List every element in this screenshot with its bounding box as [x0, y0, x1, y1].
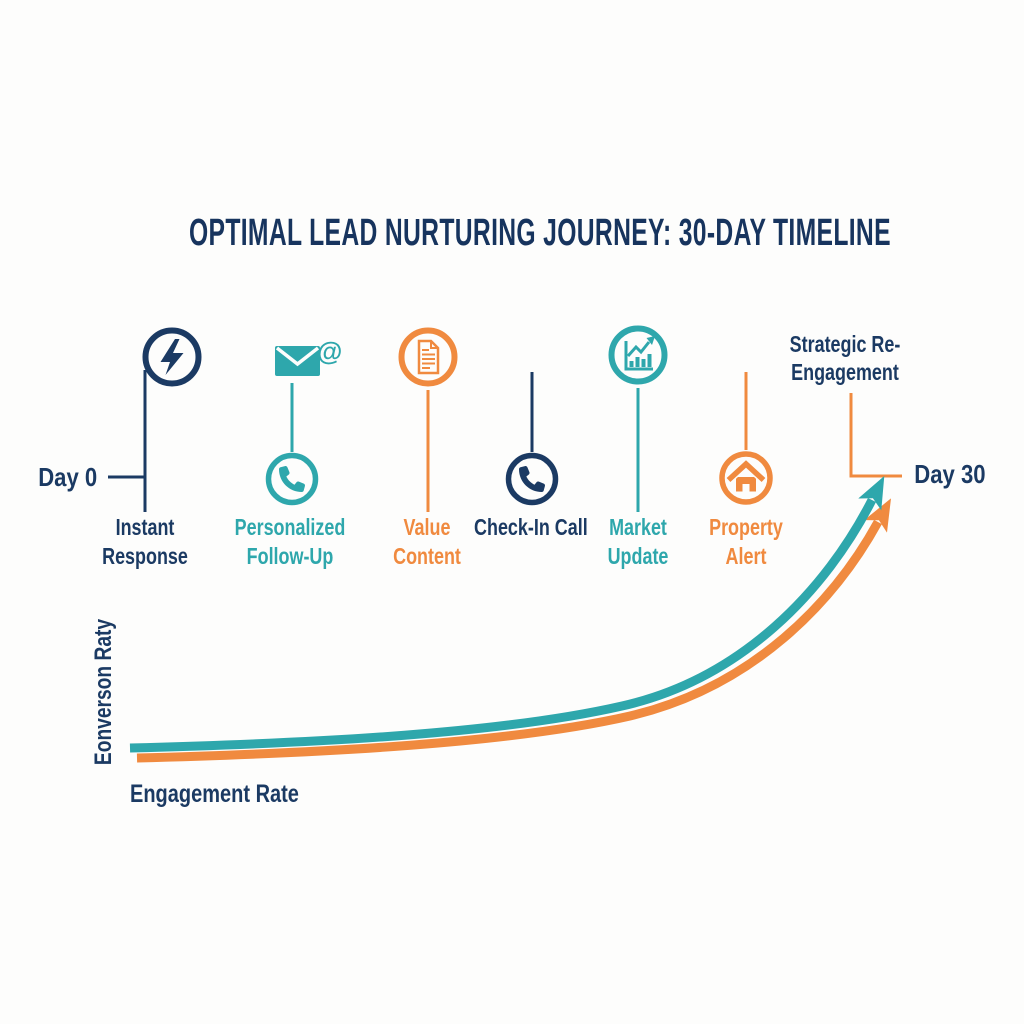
milestone-label-personalized-follow-up: Personalized Follow-Up — [234, 514, 346, 569]
teal-growth-curve — [129, 475, 885, 753]
milestone-label-strategic-re-engagement: Strategic Re-Engagement — [789, 331, 901, 385]
milestone-label-market-update: Market Update — [607, 514, 669, 569]
house-icon — [719, 451, 773, 505]
page-title-text: OPTIMAL LEAD NURTURING JOURNEY: 30-DAY T… — [188, 212, 891, 254]
svg-text:@: @ — [317, 337, 341, 366]
milestone-label-value-content: Value Content — [393, 514, 461, 569]
engagement-rate-caption: Engagement Rate — [130, 780, 299, 808]
stem-strategic-re-engagement — [849, 393, 902, 478]
day-0-label: Day 0 — [37, 462, 97, 492]
y-axis-label: Eonverson Raty — [90, 618, 117, 766]
milestone-label-check-in-call: Check-In Call — [474, 514, 588, 540]
milestone-label-instant-response: Instant Response — [102, 514, 188, 569]
milestone-label-property-alert: Property Alert — [709, 514, 783, 569]
bar-chart-icon — [608, 325, 668, 385]
page-title: OPTIMAL LEAD NURTURING JOURNEY: 30-DAY T… — [0, 212, 1024, 255]
phone-icon — [265, 452, 319, 506]
email-at-icon: @ — [275, 337, 341, 376]
lightning-icon — [142, 327, 202, 387]
orange-growth-curve — [136, 498, 892, 763]
day-30-label: Day 30 — [914, 459, 986, 489]
document-icon — [398, 327, 458, 387]
phone-icon — [505, 452, 559, 506]
